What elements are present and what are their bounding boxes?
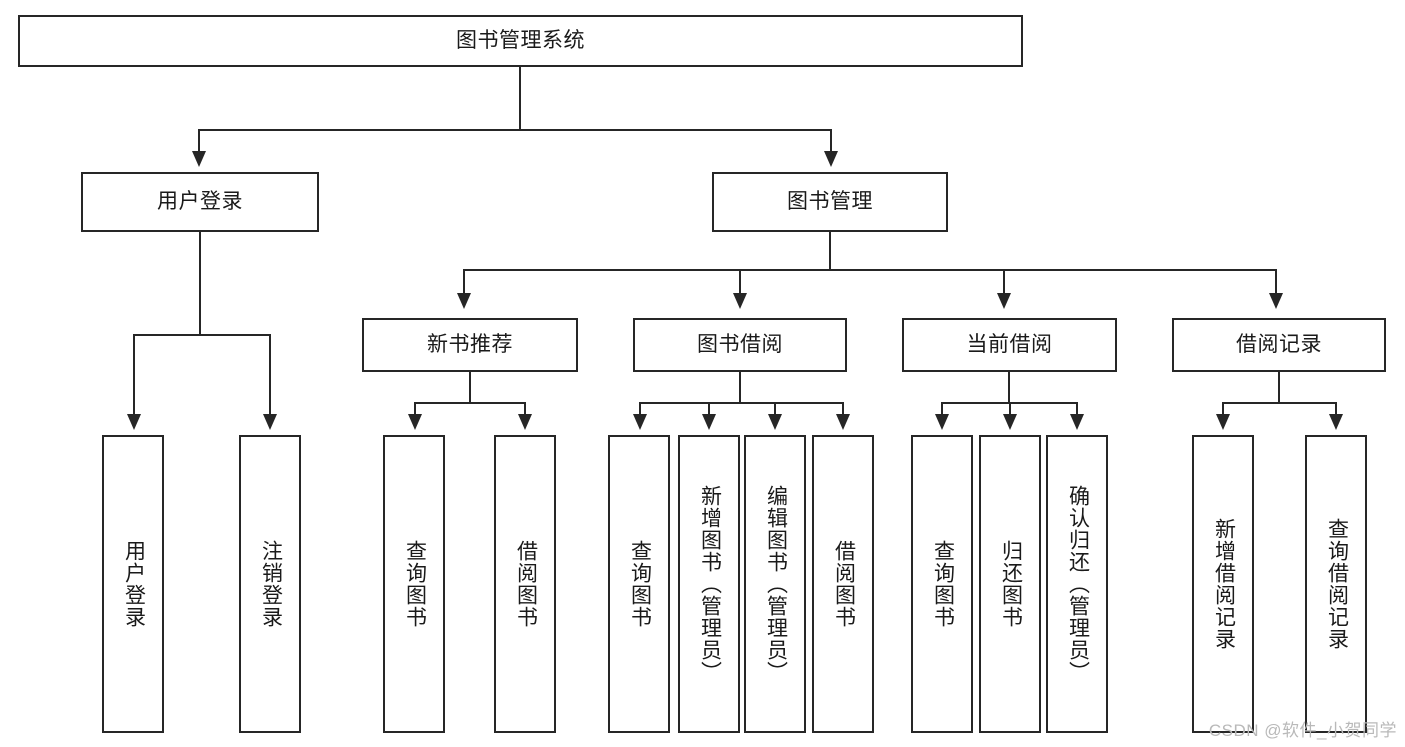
node-label: 查询图书 bbox=[403, 540, 427, 628]
node-label: 编辑图书（管理员） bbox=[764, 485, 788, 683]
connector-book-management-stem bbox=[829, 232, 831, 271]
node-book-management[interactable]: 图书管理 bbox=[712, 172, 948, 232]
connector-new-book-to-leaf-1 bbox=[524, 402, 526, 416]
node-label: 归还图书 bbox=[999, 540, 1023, 628]
connector-book-borrow-to-leaf-1 bbox=[708, 402, 710, 416]
node-label: 查询图书 bbox=[931, 540, 955, 628]
node-current-borrow[interactable]: 当前借阅 bbox=[902, 318, 1117, 372]
leaf-borrow-record-0[interactable]: 新增借阅记录 bbox=[1192, 435, 1254, 733]
connector-borrow-record-stem bbox=[1278, 372, 1280, 404]
connector-book-management-to-current-borrow bbox=[1003, 269, 1005, 295]
connector-new-book-to-leaf-0 bbox=[414, 402, 416, 416]
arrowhead-new-book-to-leaf-0 bbox=[408, 414, 422, 430]
connector-borrow-record-to-leaf-0 bbox=[1222, 402, 1224, 416]
connector-user-login-to-leaf-0 bbox=[133, 334, 135, 416]
arrowhead-borrow-record-to-leaf-1 bbox=[1329, 414, 1343, 430]
leaf-user-login-0[interactable]: 用户登录 bbox=[102, 435, 164, 733]
arrowhead-user-login-to-leaf-1 bbox=[263, 414, 277, 430]
node-label: 借阅记录 bbox=[1236, 332, 1322, 356]
watermark-text: CSDN @软件_小贺同学 bbox=[1208, 721, 1397, 740]
arrowhead-current-borrow-to-leaf-1 bbox=[1003, 414, 1017, 430]
connector-root-bus bbox=[198, 129, 832, 131]
node-label: 借阅图书 bbox=[514, 540, 538, 628]
node-label: 注销登录 bbox=[259, 540, 283, 628]
connector-book-borrow-to-leaf-2 bbox=[774, 402, 776, 416]
connector-borrow-record-bus bbox=[1222, 402, 1337, 404]
node-label: 查询图书 bbox=[628, 540, 652, 628]
node-label: 新增图书（管理员） bbox=[698, 485, 722, 683]
connector-user-login-bus bbox=[133, 334, 271, 336]
connector-new-book-stem bbox=[469, 372, 471, 404]
node-label: 新增借阅记录 bbox=[1212, 518, 1236, 650]
node-book-borrow[interactable]: 图书借阅 bbox=[633, 318, 847, 372]
connector-current-borrow-stem bbox=[1008, 372, 1010, 404]
node-label: 当前借阅 bbox=[966, 332, 1053, 356]
connector-root-to-user-login bbox=[198, 129, 200, 153]
connector-root-stem bbox=[519, 67, 521, 130]
leaf-current-borrow-0[interactable]: 查询图书 bbox=[911, 435, 973, 733]
arrowhead-new-book-to-leaf-1 bbox=[518, 414, 532, 430]
arrowhead-book-borrow-to-leaf-0 bbox=[633, 414, 647, 430]
arrowhead-borrow-record-to-leaf-0 bbox=[1216, 414, 1230, 430]
connector-current-borrow-to-leaf-1 bbox=[1009, 402, 1011, 416]
connector-user-login-stem bbox=[199, 232, 201, 336]
leaf-book-borrow-2[interactable]: 编辑图书（管理员） bbox=[744, 435, 806, 733]
connector-book-borrow-bus bbox=[639, 402, 844, 404]
leaf-borrow-record-1[interactable]: 查询借阅记录 bbox=[1305, 435, 1367, 733]
connector-book-borrow-stem bbox=[739, 372, 741, 404]
connector-book-borrow-to-leaf-3 bbox=[842, 402, 844, 416]
leaf-new-book-recommend-0[interactable]: 查询图书 bbox=[383, 435, 445, 733]
node-label: 图书管理系统 bbox=[456, 28, 585, 52]
arrowhead-book-borrow-to-leaf-1 bbox=[702, 414, 716, 430]
leaf-new-book-recommend-1[interactable]: 借阅图书 bbox=[494, 435, 556, 733]
arrowhead-current-borrow-to-leaf-0 bbox=[935, 414, 949, 430]
node-new-book-recommend[interactable]: 新书推荐 bbox=[362, 318, 578, 372]
leaf-book-borrow-0[interactable]: 查询图书 bbox=[608, 435, 670, 733]
arrowhead-book-borrow-to-leaf-3 bbox=[836, 414, 850, 430]
connector-book-management-to-book-borrow bbox=[739, 269, 741, 295]
leaf-current-borrow-2[interactable]: 确认归还（管理员） bbox=[1046, 435, 1108, 733]
node-user-login[interactable]: 用户登录 bbox=[81, 172, 319, 232]
connector-new-book-bus bbox=[414, 402, 526, 404]
node-label: 查询借阅记录 bbox=[1325, 518, 1349, 650]
arrowhead-book-management-to-current-borrow bbox=[997, 293, 1011, 309]
arrowhead-book-borrow-to-leaf-2 bbox=[768, 414, 782, 430]
connector-book-management-bus bbox=[463, 269, 1277, 271]
leaf-user-login-1[interactable]: 注销登录 bbox=[239, 435, 301, 733]
connector-user-login-to-leaf-1 bbox=[269, 334, 271, 416]
node-label: 借阅图书 bbox=[832, 540, 856, 628]
connector-book-management-to-borrow-record bbox=[1275, 269, 1277, 295]
node-root-book-management-system[interactable]: 图书管理系统 bbox=[18, 15, 1023, 67]
connector-book-management-to-new-book bbox=[463, 269, 465, 295]
arrowhead-book-management-to-new-book bbox=[457, 293, 471, 309]
arrowhead-root-to-user-login bbox=[192, 151, 206, 167]
arrowhead-root-to-book-management bbox=[824, 151, 838, 167]
node-label: 确认归还（管理员） bbox=[1066, 485, 1090, 683]
connector-current-borrow-to-leaf-2 bbox=[1076, 402, 1078, 416]
arrowhead-book-management-to-borrow-record bbox=[1269, 293, 1283, 309]
node-label: 新书推荐 bbox=[427, 332, 513, 356]
arrowhead-user-login-to-leaf-0 bbox=[127, 414, 141, 430]
connector-root-to-book-management bbox=[830, 129, 832, 153]
arrowhead-current-borrow-to-leaf-2 bbox=[1070, 414, 1084, 430]
leaf-book-borrow-1[interactable]: 新增图书（管理员） bbox=[678, 435, 740, 733]
leaf-current-borrow-1[interactable]: 归还图书 bbox=[979, 435, 1041, 733]
node-label: 图书借阅 bbox=[697, 332, 783, 356]
connector-book-borrow-to-leaf-0 bbox=[639, 402, 641, 416]
node-borrow-record[interactable]: 借阅记录 bbox=[1172, 318, 1386, 372]
node-label: 图书管理 bbox=[787, 189, 873, 213]
arrowhead-book-management-to-book-borrow bbox=[733, 293, 747, 309]
connector-current-borrow-to-leaf-0 bbox=[941, 402, 943, 416]
node-label: 用户登录 bbox=[157, 189, 243, 213]
connector-borrow-record-to-leaf-1 bbox=[1335, 402, 1337, 416]
node-label: 用户登录 bbox=[122, 540, 146, 628]
leaf-book-borrow-3[interactable]: 借阅图书 bbox=[812, 435, 874, 733]
